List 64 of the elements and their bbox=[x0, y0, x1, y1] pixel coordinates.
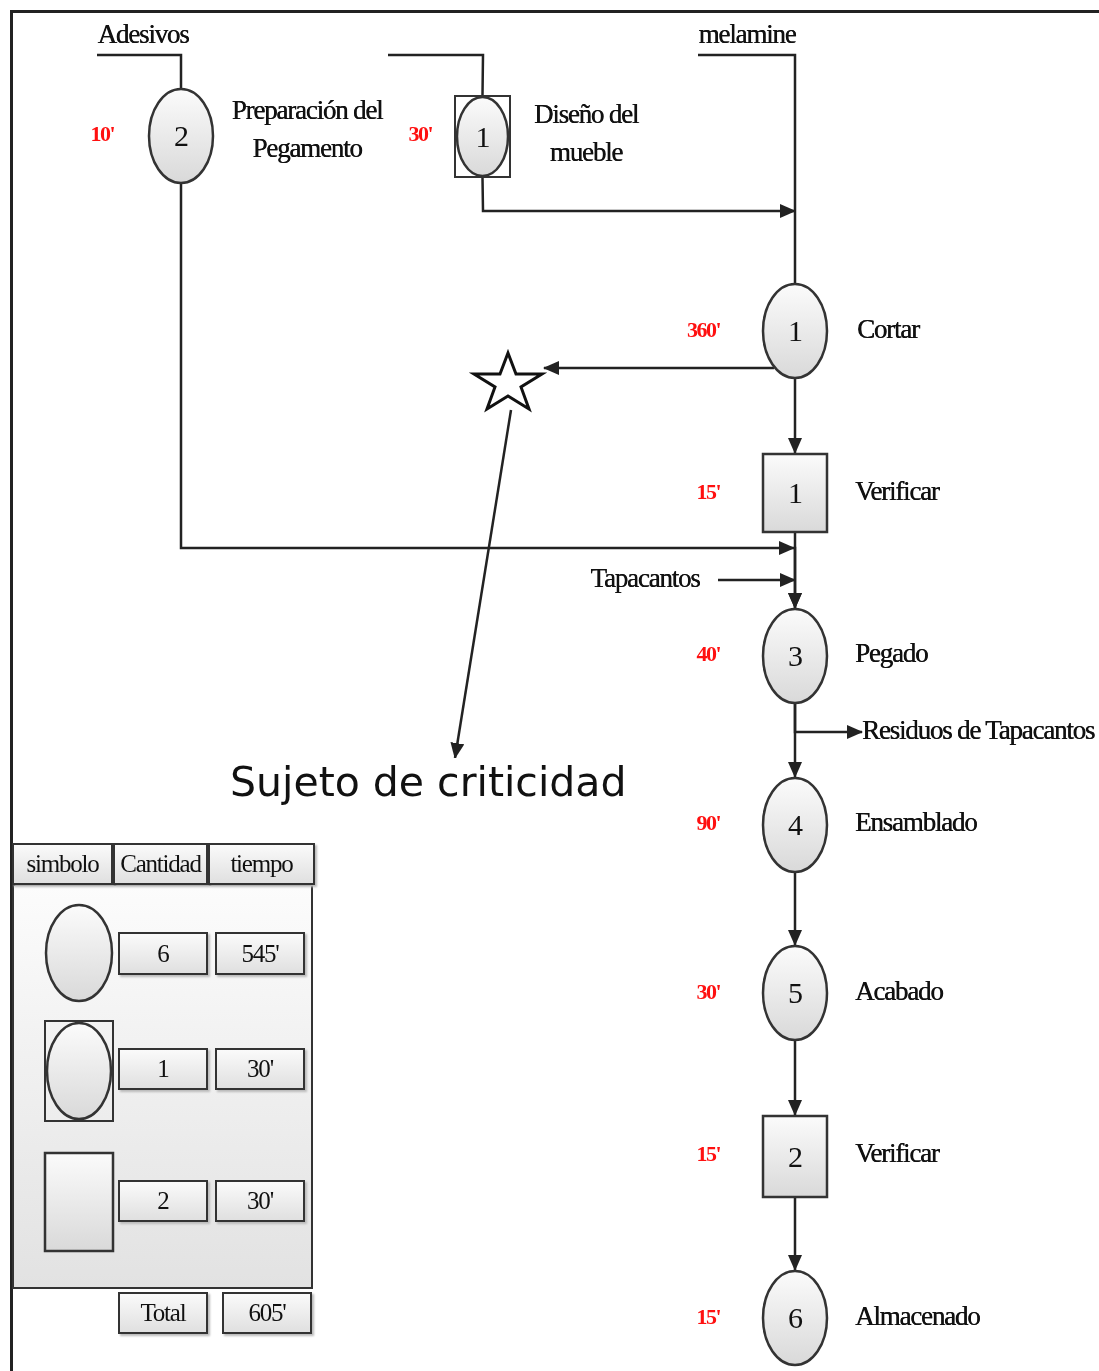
connector-line bbox=[698, 53, 797, 283]
table-cell: 1 bbox=[118, 1048, 208, 1090]
step-number: 2 bbox=[174, 119, 188, 153]
time-label: 40' bbox=[696, 641, 720, 667]
total-cell: Total bbox=[118, 1292, 208, 1334]
step-label: Pegado bbox=[855, 637, 928, 670]
arrow bbox=[481, 177, 796, 218]
time-label: 30' bbox=[696, 979, 720, 1005]
step-number: 6 bbox=[788, 1301, 802, 1335]
inspection-square bbox=[762, 453, 828, 533]
step-label: Verificar bbox=[855, 475, 939, 508]
time-label: 360' bbox=[686, 317, 720, 343]
connector-line bbox=[388, 53, 485, 95]
arrow bbox=[788, 533, 802, 609]
time-label: 10' bbox=[90, 121, 114, 147]
star-icon bbox=[472, 352, 544, 410]
column-header: Cantidad bbox=[113, 843, 208, 885]
time-label: 15' bbox=[696, 1304, 720, 1330]
step-label: Ensamblado bbox=[855, 806, 977, 839]
operation-circle bbox=[762, 283, 828, 379]
column-header: tiempo bbox=[208, 843, 315, 885]
column-header: simbolo bbox=[12, 843, 113, 885]
total-cell: 605' bbox=[222, 1292, 312, 1334]
flow-label: Residuos de Tapacantos bbox=[862, 712, 1094, 750]
step-label: Almacenado bbox=[855, 1300, 980, 1333]
table-cell: 6 bbox=[118, 932, 208, 975]
flow-label: Adesivos bbox=[97, 16, 189, 54]
step-label: Verificar bbox=[855, 1137, 939, 1170]
step-number: 5 bbox=[788, 976, 802, 1010]
table-cell: 30' bbox=[215, 1180, 305, 1222]
operation-circle bbox=[762, 1270, 828, 1366]
step-number: 1 bbox=[475, 119, 490, 154]
operation-circle bbox=[762, 945, 828, 1041]
flow-label: Tapacantos bbox=[590, 560, 700, 598]
table-cell: 30' bbox=[215, 1048, 305, 1090]
connector-line bbox=[97, 53, 183, 88]
arrow bbox=[788, 704, 802, 778]
inspection-square bbox=[762, 1115, 828, 1198]
arrow bbox=[788, 1198, 802, 1271]
table-cell: 2 bbox=[118, 1180, 208, 1222]
step-number: 1 bbox=[788, 314, 802, 348]
combined-operation-symbol bbox=[454, 95, 511, 178]
flow-label: melamine bbox=[698, 16, 796, 54]
arrow bbox=[718, 573, 796, 587]
time-label: 30' bbox=[408, 121, 432, 147]
step-label: Preparación del Pegamento bbox=[230, 94, 384, 165]
arrow bbox=[788, 1041, 802, 1116]
time-label: 90' bbox=[696, 810, 720, 836]
step-number: 3 bbox=[788, 639, 802, 673]
step-label: Cortar bbox=[857, 313, 919, 346]
arrow bbox=[543, 361, 774, 375]
step-number: 1 bbox=[788, 476, 802, 510]
operation-circle bbox=[762, 608, 828, 704]
arrow bbox=[788, 379, 802, 454]
arrow bbox=[788, 873, 802, 946]
step-label: Diseño del mueble bbox=[532, 98, 640, 169]
table-cell: 545' bbox=[215, 932, 305, 975]
step-number: 2 bbox=[788, 1139, 802, 1174]
time-label: 15' bbox=[696, 479, 720, 505]
operation-circle bbox=[762, 777, 828, 873]
step-number: 4 bbox=[788, 808, 802, 842]
operation-circle bbox=[148, 88, 214, 184]
time-label: 15' bbox=[696, 1141, 720, 1167]
step-label: Acabado bbox=[855, 975, 943, 1008]
